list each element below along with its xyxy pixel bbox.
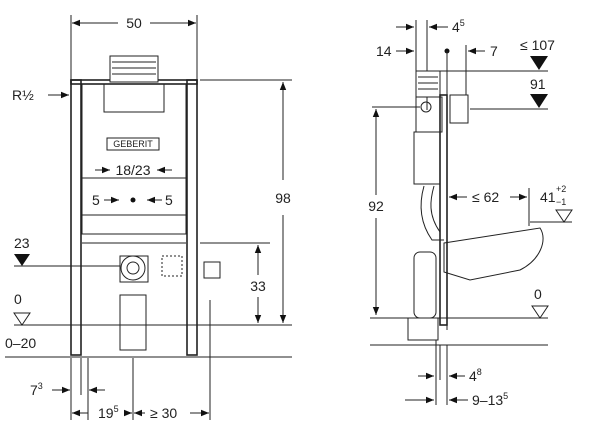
side-floor-label: 0 xyxy=(534,286,542,302)
toilet-bowl xyxy=(443,227,544,281)
flush-plate-width-label: 18/23 xyxy=(115,162,150,178)
foot-offset-label: 48 xyxy=(469,367,482,384)
max-height-label: ≤ 107 xyxy=(520,37,555,53)
svg-text:−1: −1 xyxy=(556,197,566,207)
frame: GEBERIT xyxy=(70,55,221,356)
height-label: 98 xyxy=(275,190,291,206)
bowl-height-label: 41 xyxy=(540,189,556,205)
offset-left-label: 5 xyxy=(92,192,100,208)
svg-text:GEBERIT: GEBERIT xyxy=(113,139,153,149)
drain-bend xyxy=(413,251,437,319)
flush-valve-top xyxy=(109,55,159,83)
socket-height-label: 33 xyxy=(250,278,266,294)
depth-14-label: 14 xyxy=(376,43,392,59)
floor-label: 0 xyxy=(14,291,22,307)
wall-range-label: 9–135 xyxy=(472,391,508,408)
svg-text:+2: +2 xyxy=(556,184,566,194)
cistern-height-label: 91 xyxy=(530,76,546,92)
drain-pipe xyxy=(119,294,147,351)
front-view: 50 GEBERIT R½ 18/23 5 5 98 23 33 0 xyxy=(5,15,292,421)
drain-connection xyxy=(120,255,146,281)
top-offset-label: 45 xyxy=(452,18,465,35)
depth-7-label: 7 xyxy=(490,43,498,59)
connection-height-label: 92 xyxy=(368,198,384,214)
foot-width-label: 195 xyxy=(98,404,119,421)
frame-offset-label: 73 xyxy=(30,381,43,398)
side-view: 45 14 7 ≤ 107 91 92 ≤ 62 41 +2 −1 0 48 9… xyxy=(368,18,573,408)
offset-right-label: 5 xyxy=(165,192,173,208)
bowl-depth-label: ≤ 62 xyxy=(472,189,499,205)
drain-height-label: 23 xyxy=(14,235,30,251)
floor-range-label: 0–20 xyxy=(5,335,36,351)
side-clearance-label: ≥ 30 xyxy=(150,405,177,421)
water-connection-label: R½ xyxy=(12,87,34,103)
cistern xyxy=(413,131,441,185)
brand-plate xyxy=(106,137,160,151)
width-label: 50 xyxy=(126,15,142,31)
